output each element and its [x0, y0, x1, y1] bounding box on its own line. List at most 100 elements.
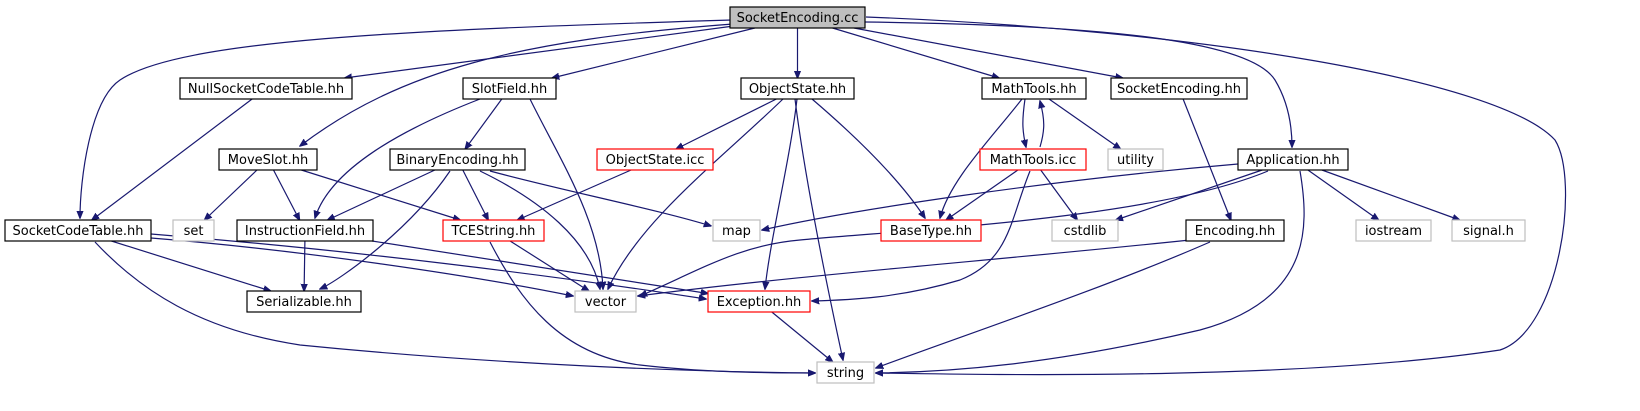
node-box — [707, 290, 811, 313]
node-mathtools-hh[interactable]: MathTools.hh — [981, 77, 1087, 100]
edge-moveslot-hh-to-set — [205, 169, 258, 220]
node-map: map — [712, 219, 761, 242]
edge-socketcodetable-hh-to-serializable-hh — [111, 240, 270, 291]
node-box — [981, 77, 1087, 100]
node-instructionfield-hh[interactable]: InstructionField.hh — [236, 219, 374, 242]
edge-objectstate-hh-to-basetype-hh — [811, 98, 925, 218]
edge-mathtools-icc-to-cstdlib — [1040, 169, 1078, 220]
node-box — [179, 77, 353, 100]
node-socketencoding-cc: SocketEncoding.cc — [729, 6, 866, 29]
node-label: Encoding.hh — [1195, 224, 1276, 239]
node-box — [574, 290, 637, 313]
edge-objectstate-hh-to-exception-hh — [765, 98, 798, 289]
edge-application-hh-to-string — [876, 170, 1305, 373]
node-label: BaseType.hh — [890, 224, 972, 239]
node-label: SocketCodeTable.hh — [12, 224, 143, 239]
edge-socketcodetable-hh-to-string — [94, 241, 815, 373]
node-tcestring-hh[interactable]: TCEString.hh — [442, 219, 545, 242]
node-objectstate-icc[interactable]: ObjectState.icc — [596, 148, 714, 171]
node-objectstate-hh[interactable]: ObjectState.hh — [740, 77, 855, 100]
node-basetype-hh[interactable]: BaseType.hh — [880, 219, 982, 242]
edge-socketcodetable-hh-to-exception-hh — [150, 233, 706, 299]
node-label: MathTools.icc — [990, 153, 1077, 168]
edge-objectstate-hh-to-vector — [608, 98, 784, 289]
node-label: string — [827, 366, 864, 381]
node-set: set — [172, 219, 215, 242]
node-moveslot-hh[interactable]: MoveSlot.hh — [218, 148, 318, 171]
node-string: string — [816, 361, 875, 384]
node-exception-hh[interactable]: Exception.hh — [707, 290, 811, 313]
node-label: cstdlib — [1064, 224, 1107, 239]
edge-socketencoding-cc-to-mathtools-hh — [832, 27, 1000, 78]
node-nullsocketcodetable-hh[interactable]: NullSocketCodeTable.hh — [179, 77, 353, 100]
node-box — [389, 148, 526, 171]
node-box — [1110, 77, 1248, 100]
edge-nullsocketcodetable-hh-to-socketcodetable-hh — [92, 98, 253, 220]
edge-mathtools-hh-to-utility — [1048, 98, 1121, 149]
edge-encoding-hh-to-string — [876, 241, 1211, 368]
edge-application-hh-to-vector — [640, 170, 1269, 296]
edge-binaryencoding-hh-to-instructionfield-hh — [328, 169, 436, 220]
node-label: InstructionField.hh — [245, 224, 365, 239]
node-box — [4, 219, 152, 242]
node-label: SocketEncoding.cc — [737, 11, 859, 26]
edge-moveslot-hh-to-instructionfield-hh — [272, 169, 300, 220]
edge-application-hh-to-map — [762, 163, 1239, 230]
node-label: iostream — [1365, 224, 1422, 239]
edge-mathtools-hh-to-basetype-hh — [940, 98, 1023, 218]
node-box — [236, 219, 374, 242]
node-box — [1355, 219, 1432, 242]
node-label: SlotField.hh — [472, 82, 548, 97]
node-socketencoding-hh[interactable]: SocketEncoding.hh — [1110, 77, 1248, 100]
node-vector: vector — [574, 290, 637, 313]
edge-socketencoding-cc-to-nullsocketcodetable-hh — [345, 25, 731, 79]
edges-layer — [80, 16, 1567, 375]
edge-mathtools-icc-to-exception-hh — [812, 170, 1031, 301]
edge-socketencoding-cc-to-string — [865, 16, 1567, 375]
node-cstdlib: cstdlib — [1051, 219, 1119, 242]
node-label: Application.hh — [1246, 153, 1339, 168]
edge-socketencoding-cc-to-socketencoding-hh — [853, 27, 1123, 78]
edge-slotfield-hh-to-instructionfield-hh — [315, 98, 481, 218]
node-label: map — [722, 224, 751, 239]
node-application-hh[interactable]: Application.hh — [1237, 148, 1349, 171]
node-label: set — [184, 224, 204, 239]
node-label: SocketEncoding.hh — [1117, 82, 1241, 97]
node-label: BinaryEncoding.hh — [396, 153, 518, 168]
edge-objectstate-hh-to-objectstate-icc — [676, 98, 777, 149]
node-box — [816, 361, 875, 384]
edge-socketencoding-hh-to-encoding-hh — [1182, 98, 1231, 220]
node-signal-h: signal.h — [1451, 219, 1526, 242]
edge-tcestring-hh-to-string — [489, 241, 815, 373]
edge-application-hh-to-signal-h — [1321, 169, 1460, 220]
node-label: ObjectState.hh — [749, 82, 846, 97]
edge-socketencoding-cc-to-socketcodetable-hh — [80, 19, 733, 218]
node-box — [462, 77, 557, 100]
node-box — [246, 290, 362, 313]
node-label: signal.h — [1463, 224, 1514, 239]
node-box — [740, 77, 855, 100]
node-label: NullSocketCodeTable.hh — [188, 82, 344, 97]
edge-encoding-hh-to-vector — [638, 239, 1191, 296]
node-box — [979, 148, 1087, 171]
node-socketcodetable-hh[interactable]: SocketCodeTable.hh — [4, 219, 152, 242]
edge-binaryencoding-hh-to-serializable-hh — [320, 170, 451, 289]
node-box — [1107, 148, 1164, 171]
node-box — [218, 148, 318, 171]
node-box — [172, 219, 215, 242]
node-box — [880, 219, 982, 242]
node-label: vector — [585, 295, 627, 310]
node-box — [442, 219, 545, 242]
node-encoding-hh[interactable]: Encoding.hh — [1185, 219, 1285, 242]
edge-tcestring-hh-to-vector — [509, 240, 589, 291]
node-binaryencoding-hh[interactable]: BinaryEncoding.hh — [389, 148, 526, 171]
node-label: utility — [1117, 153, 1154, 168]
node-slotfield-hh[interactable]: SlotField.hh — [462, 77, 557, 100]
node-serializable-hh[interactable]: Serializable.hh — [246, 290, 362, 313]
edge-instructionfield-hh-to-exception-hh — [372, 240, 708, 294]
node-mathtools-icc[interactable]: MathTools.icc — [979, 148, 1087, 171]
node-label: ObjectState.icc — [606, 153, 705, 168]
edge-objectstate-hh-to-string — [794, 98, 843, 360]
node-label: TCEString.hh — [451, 224, 536, 239]
